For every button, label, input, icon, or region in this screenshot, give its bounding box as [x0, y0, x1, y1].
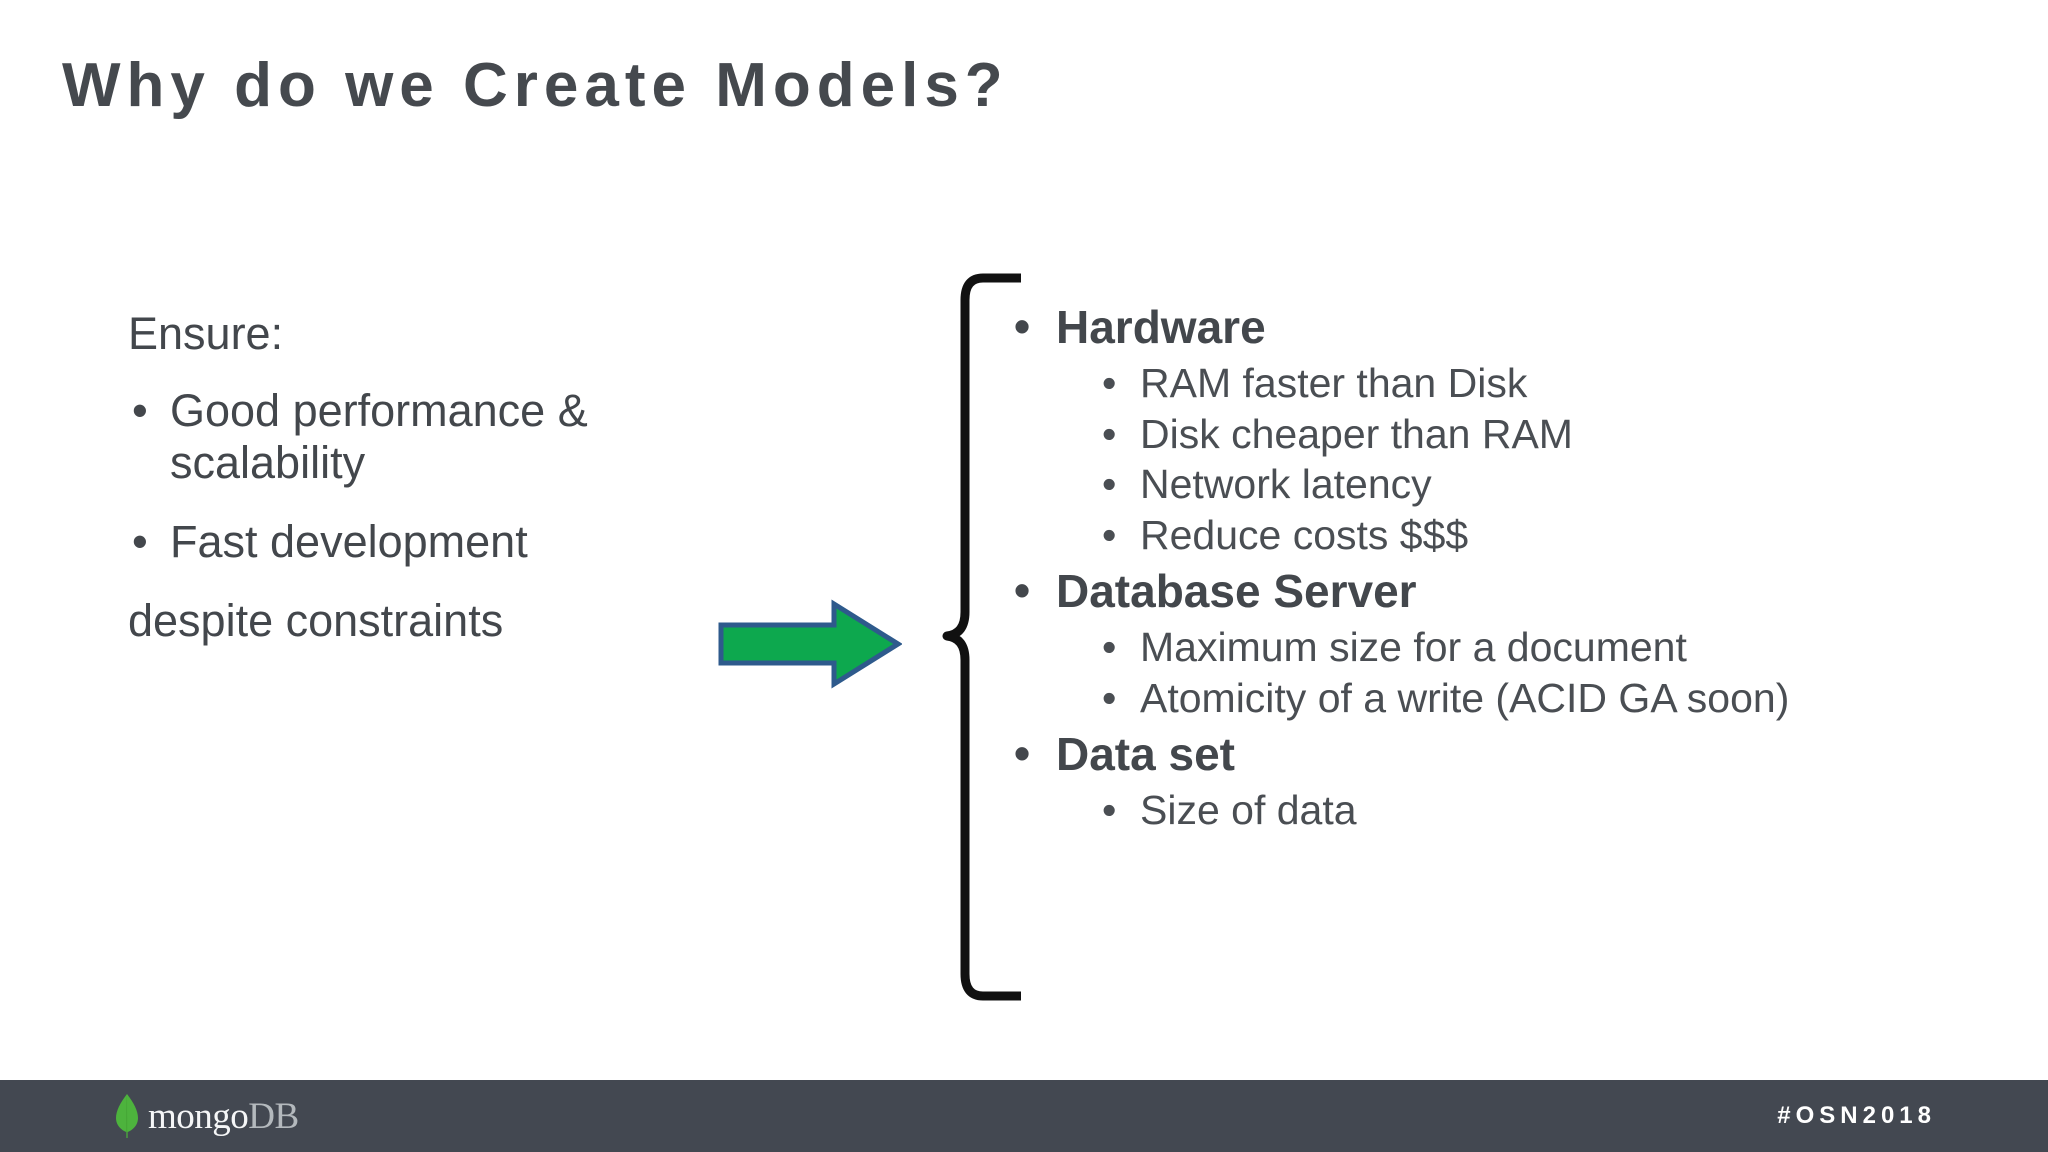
list-item: • Network latency: [1008, 459, 2018, 509]
group-item-list: • Maximum size for a document • Atomicit…: [1008, 622, 2018, 723]
list-item: • Good performance & scalability: [128, 385, 738, 488]
group-database-server: • Database Server • Maximum size for a d…: [1008, 564, 2018, 723]
bullet-icon: •: [1014, 563, 1031, 616]
list-item-label: Fast development: [170, 515, 528, 567]
footer-bar: mongoDB #OSN2018: [0, 1080, 2048, 1152]
list-item-label: Network latency: [1140, 461, 1432, 508]
list-item-label: Size of data: [1140, 787, 1357, 834]
list-item-label: RAM faster than Disk: [1140, 360, 1528, 407]
left-lead-text: Ensure:: [128, 308, 284, 359]
wordmark-mongo: mongo: [148, 1095, 249, 1137]
list-item-label: Atomicity of a write (ACID GA soon): [1140, 674, 1790, 721]
list-item-label: Disk cheaper than RAM: [1140, 410, 1573, 457]
list-item-label: Maximum size for a document: [1140, 624, 1687, 671]
group-data-set: • Data set • Size of data: [1008, 727, 2018, 836]
list-item-label: Reduce costs $$$: [1140, 511, 1469, 558]
group-heading: • Hardware: [1008, 300, 2018, 354]
list-item: • RAM faster than Disk: [1008, 358, 2018, 408]
group-item-list: • Size of data: [1008, 785, 2018, 835]
left-bullet-list: • Good performance & scalability • Fast …: [128, 385, 738, 567]
list-item: • Reduce costs $$$: [1008, 510, 2018, 560]
group-heading-label: Data set: [1056, 728, 1235, 781]
event-hashtag: #OSN2018: [1777, 1102, 1936, 1129]
bullet-icon: •: [1102, 674, 1117, 721]
bullet-icon: •: [1102, 461, 1117, 508]
group-item-list: • RAM faster than Disk • Disk cheaper th…: [1008, 358, 2018, 560]
list-item: • Fast development: [128, 516, 738, 567]
bullet-icon: •: [1102, 511, 1117, 558]
bullet-icon: •: [1014, 727, 1031, 780]
right-text-panel: • Hardware • RAM faster than Disk • Disk…: [1008, 300, 2018, 840]
page-title: Why do we Create Models?: [62, 51, 1009, 120]
right-arrow-icon: [718, 599, 902, 689]
bullet-icon: •: [1102, 787, 1117, 834]
bullet-icon: •: [132, 385, 148, 437]
bullet-icon: •: [132, 515, 148, 567]
list-item: • Atomicity of a write (ACID GA soon): [1008, 673, 2018, 723]
group-heading-label: Database Server: [1056, 564, 1417, 617]
bullet-icon: •: [1102, 360, 1117, 407]
list-item: • Maximum size for a document: [1008, 622, 2018, 672]
mongodb-wordmark: mongoDB: [148, 1098, 299, 1135]
leaf-stem: [126, 1095, 128, 1132]
bullet-icon: •: [1014, 300, 1031, 352]
brace-path: [942, 273, 1021, 1001]
group-heading: • Data set: [1008, 727, 2018, 781]
left-tail-text: despite constraints: [128, 595, 504, 647]
list-item-label: Good performance & scalability: [170, 385, 588, 488]
mongodb-logo: mongoDB: [112, 1092, 299, 1140]
bullet-icon: •: [1102, 410, 1117, 457]
list-item: • Disk cheaper than RAM: [1008, 409, 2018, 459]
list-item: • Size of data: [1008, 785, 2018, 835]
bullet-icon: •: [1102, 624, 1117, 671]
wordmark-db: DB: [248, 1095, 299, 1137]
group-heading: • Database Server: [1008, 564, 2018, 618]
mongodb-leaf-icon: [116, 1094, 138, 1138]
left-curly-brace-icon: [942, 273, 1021, 1001]
group-heading-label: Hardware: [1056, 301, 1266, 353]
arrow-shape: [718, 599, 902, 689]
group-hardware: • Hardware • RAM faster than Disk • Disk…: [1008, 300, 2018, 560]
left-text-panel: Ensure: • Good performance & scalability…: [128, 308, 738, 646]
